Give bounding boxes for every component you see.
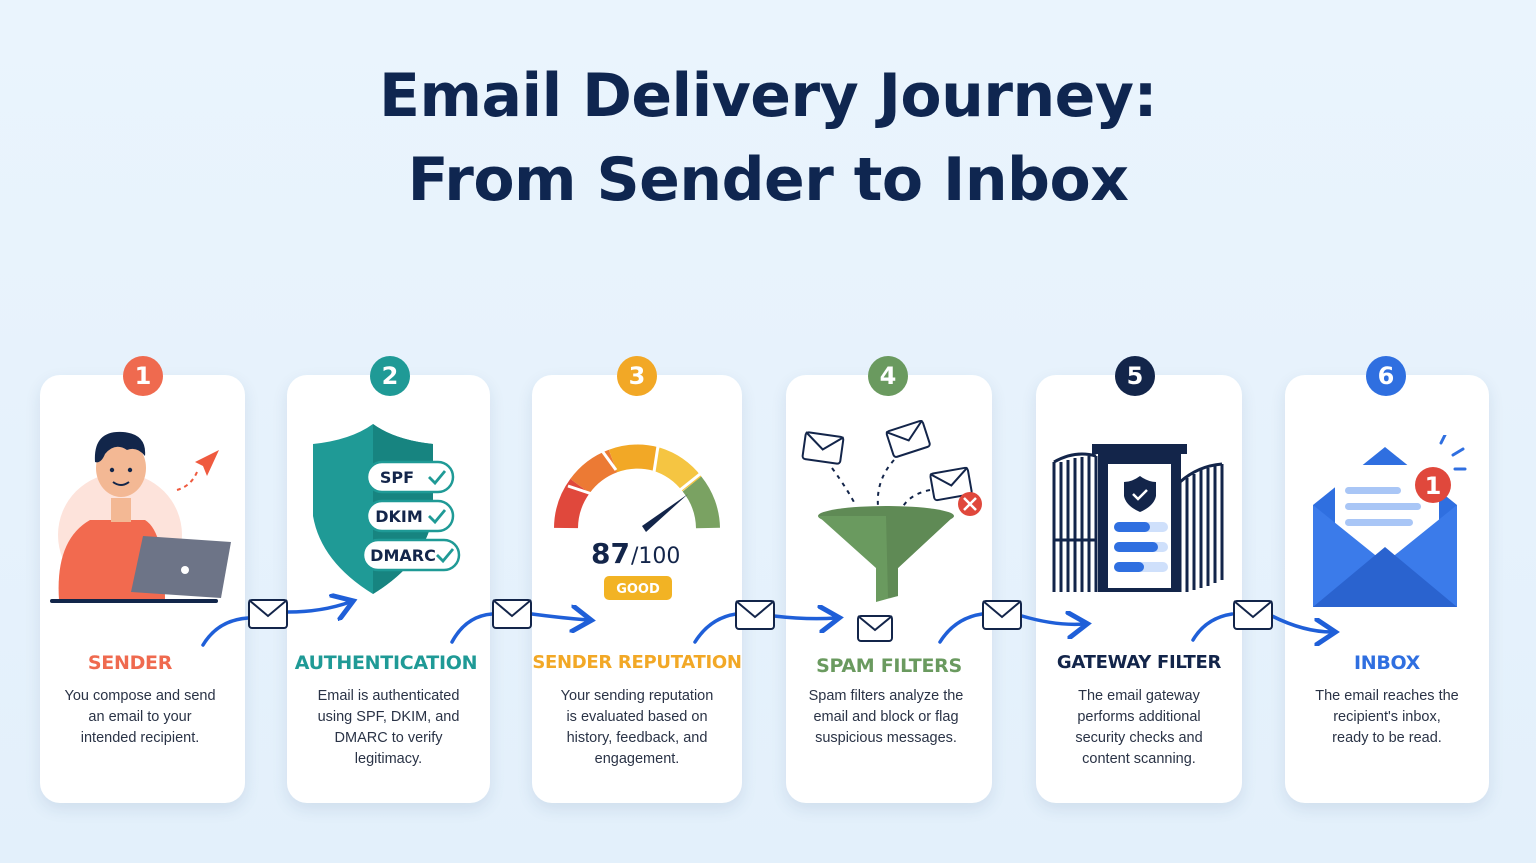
funnel-icon: [818, 506, 954, 602]
svg-text:GOOD: GOOD: [616, 582, 660, 597]
reject-icon: [958, 492, 982, 516]
step-number-badge: 4: [868, 356, 908, 396]
step-title-sender-reputation: SENDER REPUTATION: [532, 652, 742, 673]
step-number-badge: 5: [1115, 356, 1155, 396]
step-title-sender: SENDER: [87, 652, 173, 674]
gate-right-icon: [1178, 462, 1224, 592]
step-number-badge: 3: [617, 356, 657, 396]
check-icon: [436, 548, 455, 564]
sender-illustration: [50, 431, 231, 603]
envelope-icon: [801, 431, 845, 465]
step-number-badge: 1: [123, 356, 163, 396]
step-title-spam-filters: SPAM FILTERS: [816, 655, 962, 677]
svg-text:DKIM: DKIM: [375, 507, 423, 526]
gauge-needle: [642, 494, 688, 532]
svg-text:87: 87: [591, 537, 630, 570]
step-number-badge: 2: [370, 356, 410, 396]
step-title-inbox: INBOX: [1353, 652, 1421, 674]
inbox-envelope-illustration: 1: [1313, 435, 1467, 607]
authentication-shield-illustration: SPF DKIM DMARC: [313, 424, 461, 594]
step-number-badge: 6: [1366, 356, 1406, 396]
envelope-icon: [248, 599, 288, 629]
envelope-icon: [492, 599, 532, 629]
envelope-icon: [857, 615, 893, 642]
envelope-icon: [929, 466, 973, 502]
gate-left-icon: [1052, 452, 1098, 592]
dkim-check-pill: DKIM: [365, 499, 455, 533]
envelope-icon: [982, 600, 1022, 630]
step-title-gateway-filter: GATEWAY FILTER: [1056, 652, 1222, 673]
notification-badge: 1: [1415, 467, 1451, 503]
envelope-icon: [735, 600, 775, 630]
title-line-1: Email Delivery Journey:: [379, 61, 1157, 131]
gateway-illustration: [1052, 444, 1224, 592]
envelope-icon: [885, 420, 931, 458]
dmarc-check-pill: DMARC: [361, 538, 461, 572]
svg-text:DMARC: DMARC: [370, 546, 436, 565]
svg-text:1: 1: [1425, 472, 1442, 500]
envelope-icon: [1233, 600, 1273, 630]
shield-icon: [1124, 476, 1156, 512]
paper-plane-icon: [195, 450, 219, 476]
spam-funnel-illustration: [801, 420, 982, 642]
check-icon: [428, 470, 447, 486]
reputation-gauge-illustration: 87 /100 GOOD: [554, 444, 720, 600]
step-title-authentication: AUTHENTICATION: [294, 652, 478, 674]
title-line-2: From Sender to Inbox: [407, 145, 1129, 215]
svg-text:/100: /100: [631, 544, 680, 569]
spf-check-pill: SPF: [365, 460, 455, 494]
check-icon: [428, 509, 447, 525]
svg-text:SPF: SPF: [380, 468, 414, 487]
